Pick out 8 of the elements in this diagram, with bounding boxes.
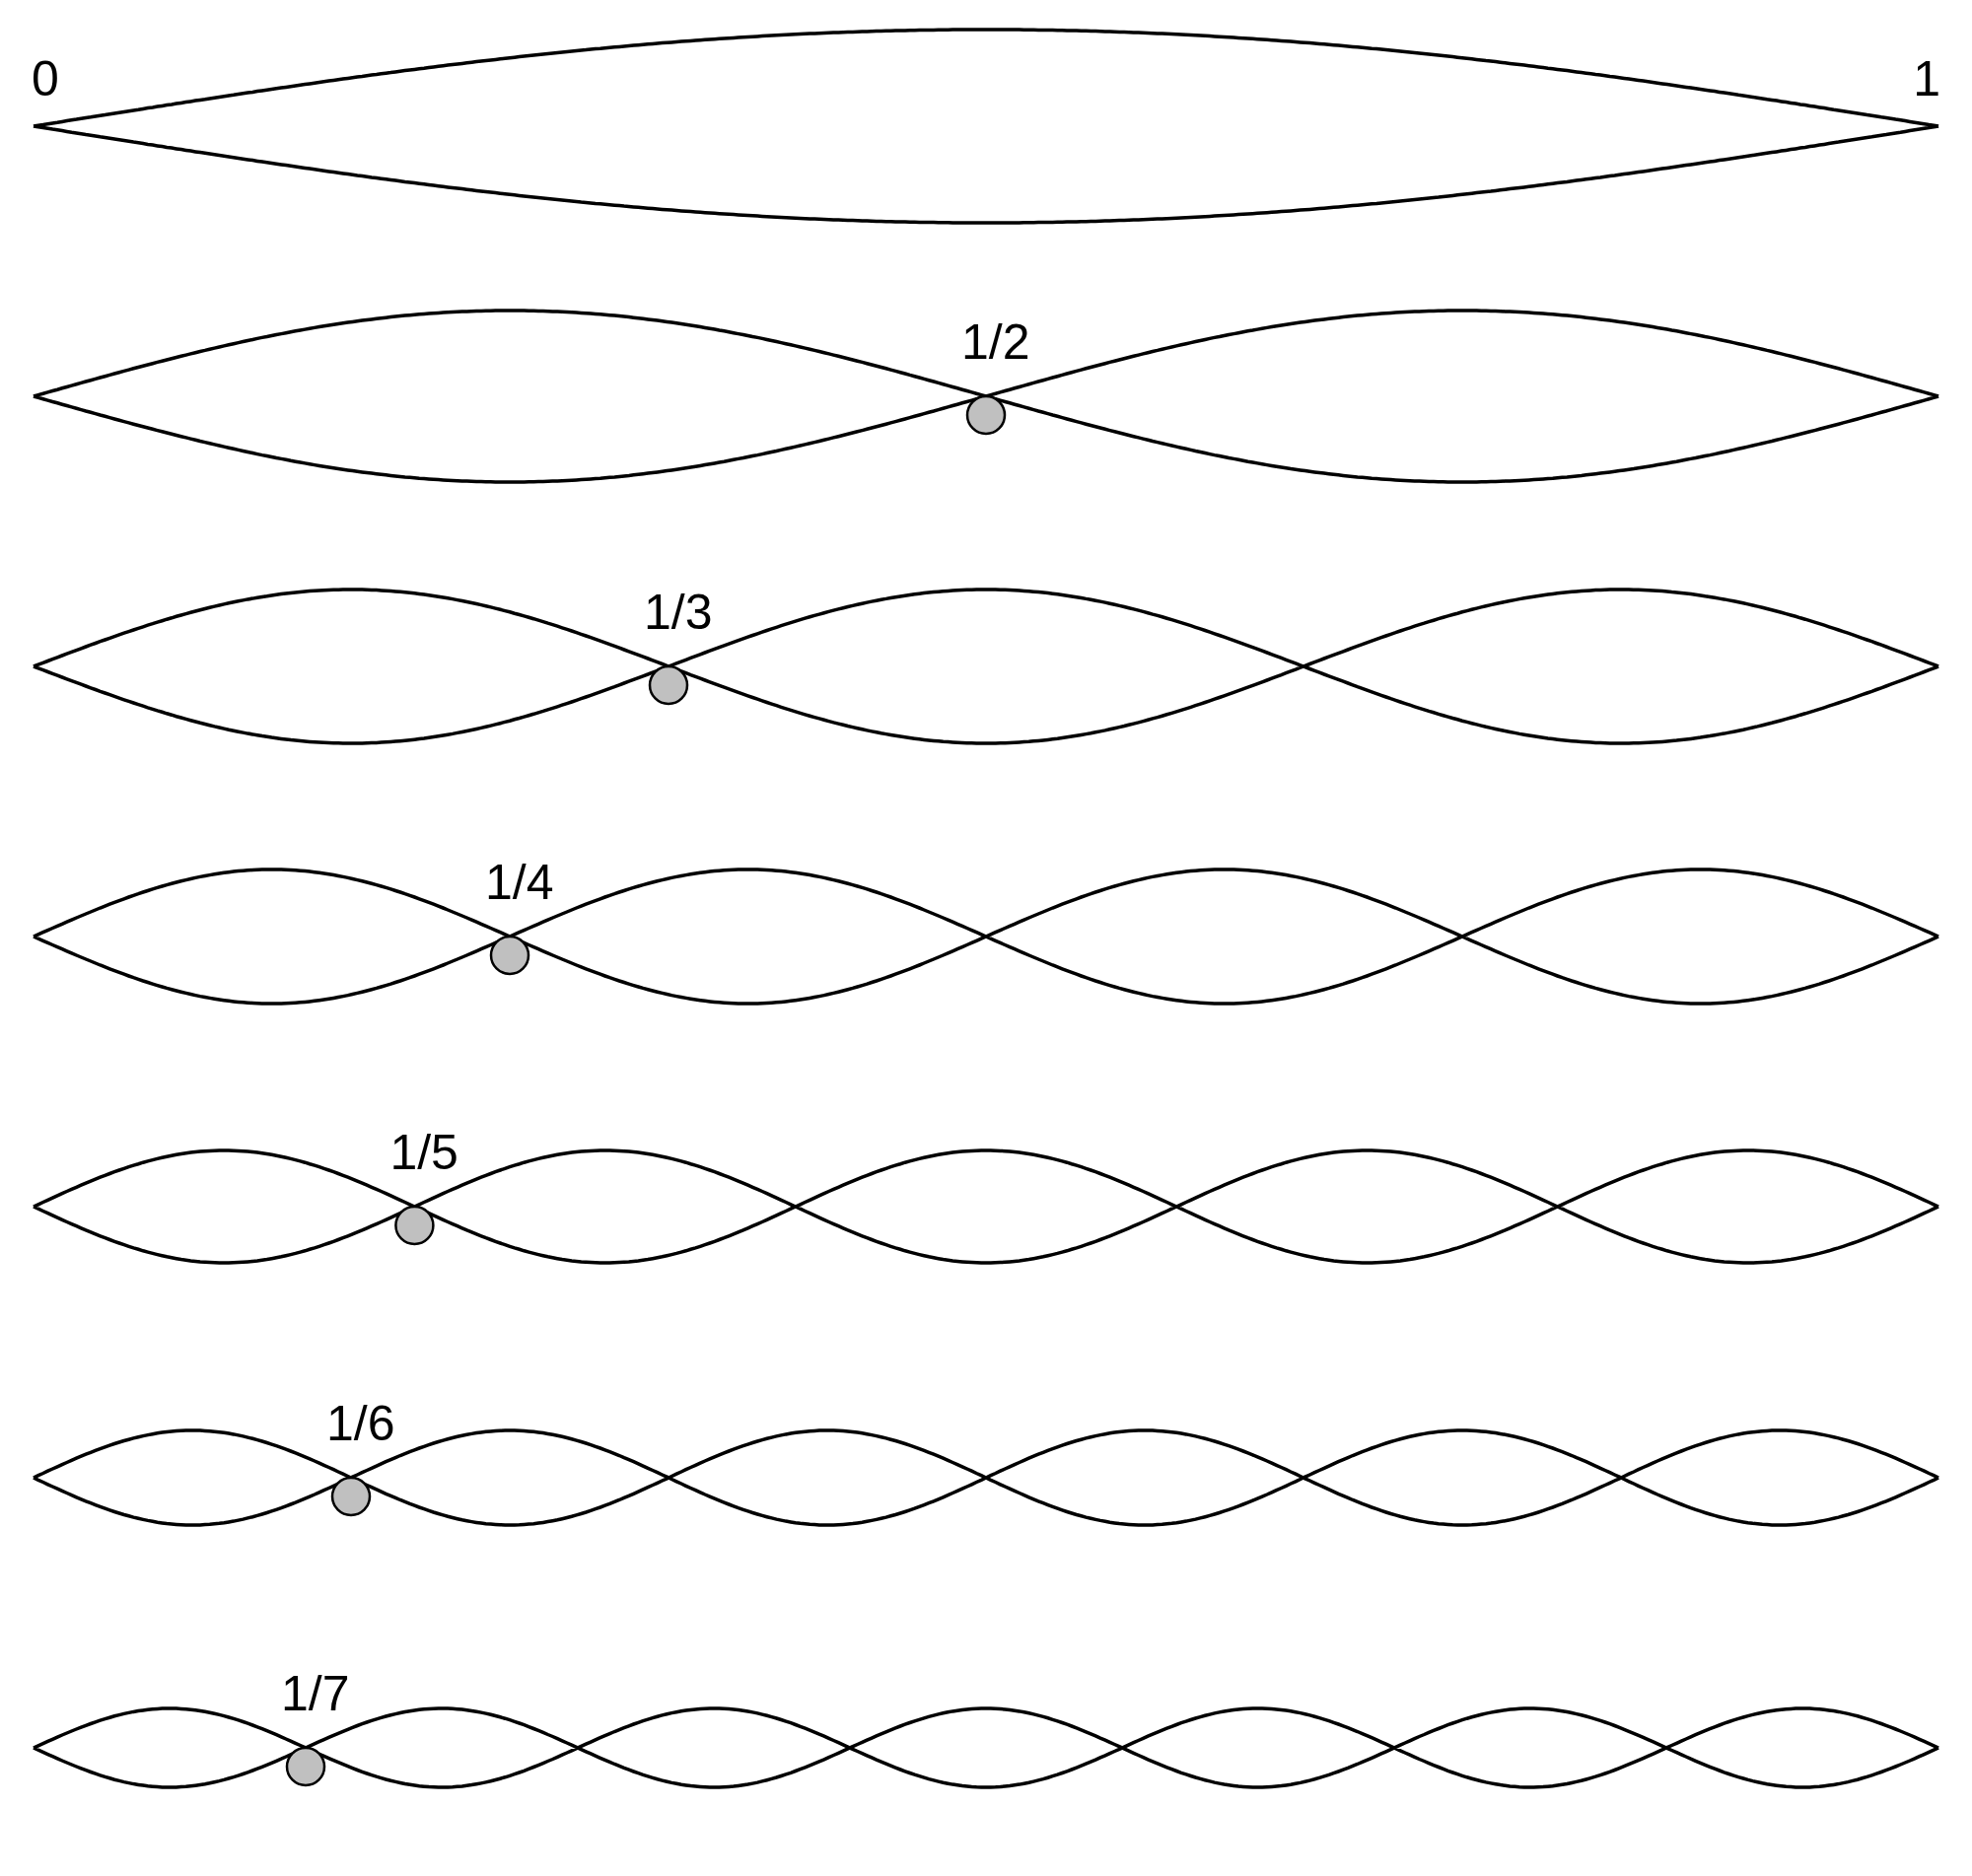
- fraction-label: 1/5: [389, 1128, 458, 1177]
- endpoint-label: 0: [32, 54, 59, 104]
- fraction-label: 1/2: [961, 317, 1030, 367]
- fraction-label: 1/6: [326, 1399, 395, 1448]
- fraction-label: 1/7: [281, 1669, 350, 1718]
- fraction-label: 1/3: [644, 588, 713, 637]
- endpoint-label: 1: [1913, 54, 1940, 104]
- fraction-label: 1/4: [485, 858, 554, 907]
